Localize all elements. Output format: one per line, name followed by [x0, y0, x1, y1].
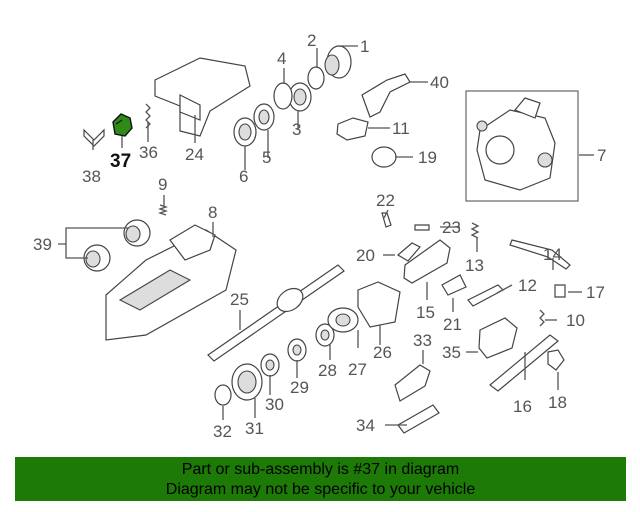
- part-19-cap: [371, 146, 397, 168]
- parts-diagram: 1 2 3 4 5 6 7 8 9 10 11 12 13 14 15 16 1…: [33, 31, 606, 441]
- callout-17: 17: [586, 283, 605, 302]
- callout-26: 26: [373, 343, 392, 362]
- callout-34: 34: [356, 416, 375, 435]
- callout-40: 40: [430, 73, 449, 92]
- part-14-rod: [509, 239, 571, 270]
- callout-10: 10: [566, 311, 585, 330]
- part-17-clip: [554, 284, 566, 298]
- part-32-cap: [214, 384, 232, 406]
- callout-18: 18: [548, 393, 567, 412]
- part-12-link: [467, 284, 504, 307]
- callout-24: 24: [185, 145, 204, 164]
- callout-32: 32: [213, 422, 232, 441]
- callout-6: 6: [239, 167, 248, 186]
- part-27-bearing-housing: [327, 307, 359, 333]
- part-40-lever: [361, 73, 411, 118]
- leader-lines: [58, 45, 594, 426]
- part-9-spring: [157, 204, 169, 216]
- callout-37-highlighted: 37: [110, 151, 131, 172]
- callout-14: 14: [543, 245, 562, 264]
- part-6-seal: [233, 117, 257, 147]
- part-29-bearing: [287, 338, 307, 362]
- part-25-shaft: [207, 264, 345, 362]
- callout-15: 15: [416, 303, 435, 322]
- callout-1: 1: [360, 37, 369, 56]
- part-23-pin: [414, 224, 430, 231]
- callout-33: 33: [413, 331, 432, 350]
- part-20-lever: [396, 242, 421, 262]
- part-5-bushing: [253, 103, 275, 131]
- part-8-column-housing: [105, 224, 237, 341]
- part-4-ring: [273, 82, 293, 110]
- part-39-bushing-upper: [123, 219, 151, 247]
- callout-9: 9: [158, 175, 167, 194]
- part-26-bracket: [357, 281, 401, 328]
- callout-27: 27: [348, 360, 367, 379]
- callout-31: 31: [245, 419, 264, 438]
- part-34-shaft: [397, 404, 440, 434]
- part-13-spring: [470, 222, 480, 239]
- callout-25: 25: [230, 290, 249, 309]
- part-3-bearing: [288, 82, 312, 112]
- callout-28: 28: [318, 361, 337, 380]
- callout-16: 16: [513, 397, 532, 416]
- part-22-clip: [381, 212, 392, 228]
- part-7-housing: [476, 97, 556, 191]
- callout-7: 7: [597, 146, 606, 165]
- part-28-bearing: [315, 323, 335, 347]
- callout-36: 36: [139, 143, 158, 162]
- part-10-spring: [539, 309, 545, 327]
- part-21-pad: [441, 274, 467, 296]
- part-1-sleeve: [324, 45, 352, 79]
- callout-23: 23: [442, 218, 461, 237]
- callout-20: 20: [356, 246, 375, 265]
- part-2-ring: [307, 66, 325, 90]
- part-35-switch-housing: [478, 317, 518, 359]
- part-36-spring: [145, 103, 151, 129]
- info-banner: Part or sub-assembly is #37 in diagram D…: [15, 457, 626, 501]
- callout-35: 35: [442, 343, 461, 362]
- part-11-switch: [336, 117, 369, 141]
- part-37-clip-highlighted: [112, 113, 133, 137]
- banner-line-part: Part or sub-assembly is #37 in diagram: [181, 461, 460, 478]
- part-16-lever: [489, 334, 559, 392]
- callout-39: 39: [33, 235, 52, 254]
- part-30-ring: [260, 353, 280, 377]
- callout-22: 22: [376, 191, 395, 210]
- banner-line-disclaimer: Diagram may not be specific to your vehi…: [165, 481, 476, 498]
- callout-2: 2: [307, 31, 316, 50]
- callout-38: 38: [82, 167, 101, 186]
- callout-30: 30: [265, 395, 284, 414]
- part-18-knob: [547, 349, 565, 371]
- callout-21: 21: [443, 315, 462, 334]
- callout-4: 4: [277, 49, 286, 68]
- callout-19: 19: [418, 148, 437, 167]
- callout-3: 3: [292, 120, 301, 139]
- part-39-bushing-lower: [83, 244, 111, 272]
- part-24-bracket: [154, 57, 251, 137]
- callout-29: 29: [290, 378, 309, 397]
- callout-13: 13: [465, 256, 484, 275]
- callout-8: 8: [208, 203, 217, 222]
- callout-11: 11: [392, 119, 410, 138]
- part-15-bracket: [403, 239, 451, 284]
- callout-5: 5: [262, 148, 271, 167]
- part-31-gear: [231, 363, 263, 401]
- part-33-joint: [394, 364, 431, 402]
- callout-12: 12: [518, 276, 537, 295]
- part-38-clip: [83, 128, 105, 147]
